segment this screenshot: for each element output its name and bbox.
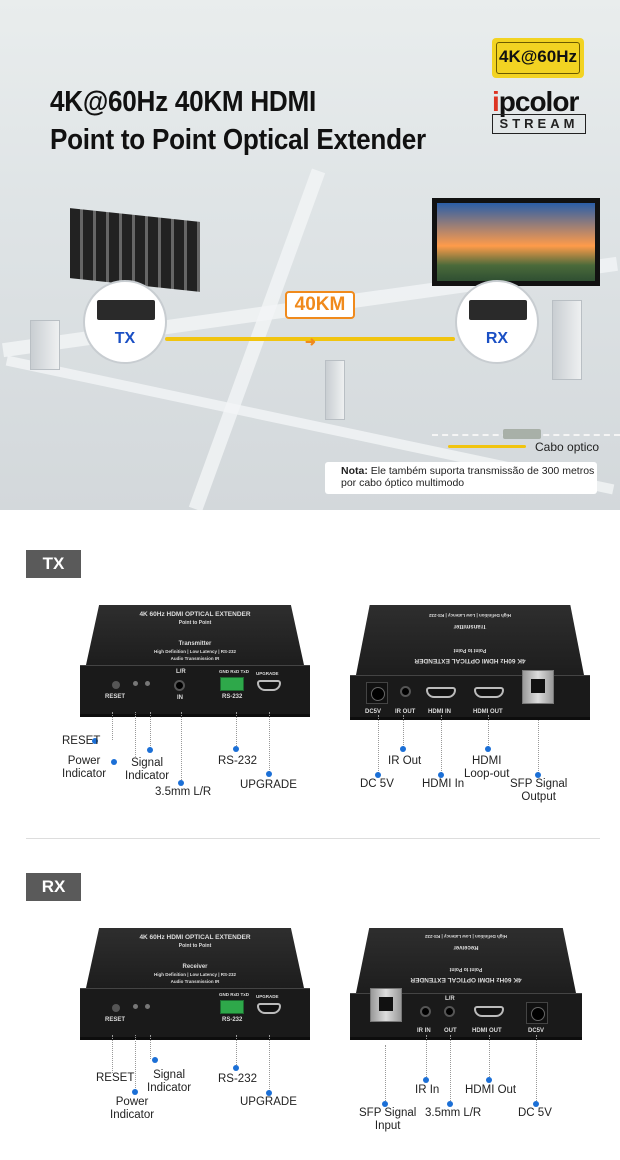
rx-section-tag: RX [26, 873, 81, 901]
callout-dot [535, 772, 541, 778]
callout-dc5v: DC 5V [518, 1107, 552, 1119]
callout-dot [447, 1101, 453, 1107]
ir-in-jack [420, 1006, 431, 1017]
callout-dot [233, 746, 239, 752]
callout-ir-out: IR Out [388, 755, 422, 767]
reset-button [112, 1004, 120, 1012]
callout-dot [132, 1089, 138, 1095]
callout-dot [375, 772, 381, 778]
rs232-terminal [220, 677, 244, 691]
power-led [133, 1004, 138, 1009]
signal-led [145, 681, 150, 686]
upgrade-port [257, 1003, 281, 1014]
callout-dot [111, 759, 117, 765]
callout-dot [382, 1101, 388, 1107]
rs232-terminal [220, 1000, 244, 1014]
callout-hdmi-out: HDMI Out [465, 1084, 517, 1096]
hdmi-out-port [474, 687, 504, 698]
hero-banner: 4K@60Hz 40KM HDMI Point to Point Optical… [0, 0, 620, 510]
building-left [30, 320, 60, 370]
callout-dot [485, 746, 491, 752]
callout-rs232: RS-232 [218, 1073, 257, 1085]
callout-dot [147, 747, 153, 753]
display-monitor-image [432, 198, 600, 286]
headline-line1: 4K@60Hz 40KM HDMI [50, 86, 316, 118]
callout-dot [486, 1077, 492, 1083]
sfp-port [522, 670, 554, 704]
callout-ir-in: IR In [415, 1084, 440, 1096]
callout-dc5v: DC 5V [360, 778, 394, 790]
callout-hdmi-in: HDMI In [422, 778, 465, 790]
callout-dot [266, 771, 272, 777]
section-divider [26, 838, 600, 839]
audio-jack [174, 680, 185, 691]
audio-out-jack [444, 1006, 455, 1017]
upgrade-port [257, 680, 281, 691]
callout-dot [178, 780, 184, 786]
callout-dot [152, 1057, 158, 1063]
callout-dot [400, 746, 406, 752]
tx-mini-device [97, 300, 155, 320]
brand-logo-sub: STREAM [492, 114, 586, 134]
callout-reset: RESET [62, 735, 101, 747]
legend-label: Cabo optico [535, 440, 600, 454]
signal-led [145, 1004, 150, 1009]
resolution-badge: 4K@60Hz [492, 38, 584, 78]
tx-rear-device: 4K 60Hz HDMI OPTICAL EXTENDER Point to P… [350, 605, 590, 720]
callout-dot [266, 1090, 272, 1096]
dc-power-jack [526, 1002, 548, 1024]
rx-device-circle: RX [455, 280, 539, 364]
callout-dot [423, 1077, 429, 1083]
server-rack-image [70, 208, 200, 292]
building-right [552, 300, 582, 380]
tx-section-tag: TX [26, 550, 81, 578]
tx-front-device: 4K 60Hz HDMI OPTICAL EXTENDER Point to P… [80, 605, 310, 720]
distance-label: 40KM [285, 291, 355, 319]
headline-line2: Point to Point Optical Extender [50, 124, 426, 156]
hdmi-in-port [426, 687, 456, 698]
hdmi-out-port [474, 1006, 504, 1017]
callout-audio: 3.5mm L/R [425, 1107, 482, 1119]
callout-dot [92, 738, 98, 744]
rx-front-device: 4K 60Hz HDMI OPTICAL EXTENDER Point to P… [80, 928, 310, 1043]
building-center [325, 360, 345, 420]
callout-rs232: RS-232 [218, 755, 257, 767]
note-box: Nota: Ele também suporta transmissão de … [325, 462, 597, 494]
ir-out-jack [400, 686, 411, 697]
callout-dot [533, 1101, 539, 1107]
callout-dot [233, 1065, 239, 1071]
callout-reset: RESET [96, 1072, 135, 1084]
rx-rear-device: 4K 60Hz HDMI OPTICAL EXTENDER Point to P… [350, 928, 582, 1040]
legend-cable-swatch [448, 445, 526, 448]
callout-audio: 3.5mm L/R [155, 786, 212, 798]
power-led [133, 681, 138, 686]
callout-upgrade: UPGRADE [240, 1096, 297, 1108]
callout-dot [438, 772, 444, 778]
reset-button [112, 681, 120, 689]
sfp-port [370, 988, 402, 1022]
rx-mini-device [469, 300, 527, 320]
brand-logo: ipcolor [492, 86, 579, 117]
arrow-right-icon: ➜ [305, 334, 316, 349]
cable-segment [503, 429, 541, 439]
fiber-cable [165, 337, 455, 341]
tx-device-circle: TX [83, 280, 167, 364]
callout-upgrade: UPGRADE [240, 779, 297, 791]
dc-power-jack [366, 682, 388, 704]
